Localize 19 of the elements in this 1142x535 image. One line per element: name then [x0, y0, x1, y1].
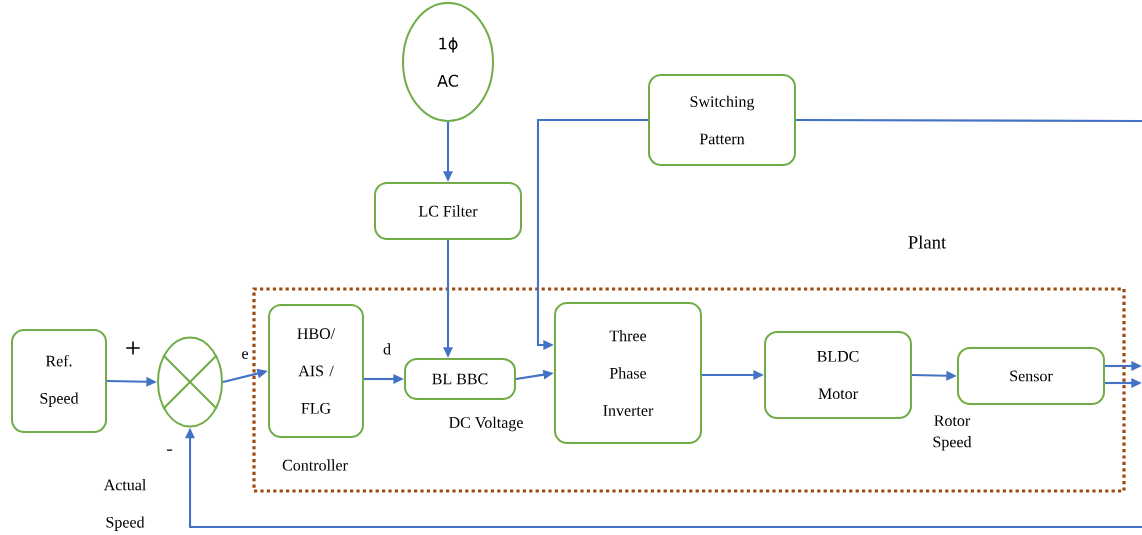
process-box: Three Phase Inverter	[554, 302, 702, 444]
edge-label: Actual Speed	[97, 477, 153, 533]
edge-label: Rotor Speed	[927, 414, 977, 452]
summing-junction	[157, 336, 223, 428]
process-box: LC Filter	[374, 182, 522, 240]
process-box: Sensor	[957, 347, 1105, 405]
process-box: BLDC Motor	[764, 331, 912, 419]
process-box: Switching Pattern	[648, 74, 796, 166]
process-box: Ref. Speed	[11, 329, 107, 433]
edge-label: d	[381, 342, 393, 356]
node-label: Controller	[282, 459, 348, 471]
arrow	[536, 118, 648, 350]
boundary-heading: Plant	[908, 235, 947, 249]
sign-label: +	[126, 341, 140, 355]
sign-label: -	[166, 449, 173, 451]
process-box: BL BBC	[404, 358, 516, 400]
node-label: DC Voltage	[449, 416, 523, 432]
edge-label: e	[240, 349, 250, 361]
process-box: HBO/ AIS / FLG	[268, 304, 364, 438]
